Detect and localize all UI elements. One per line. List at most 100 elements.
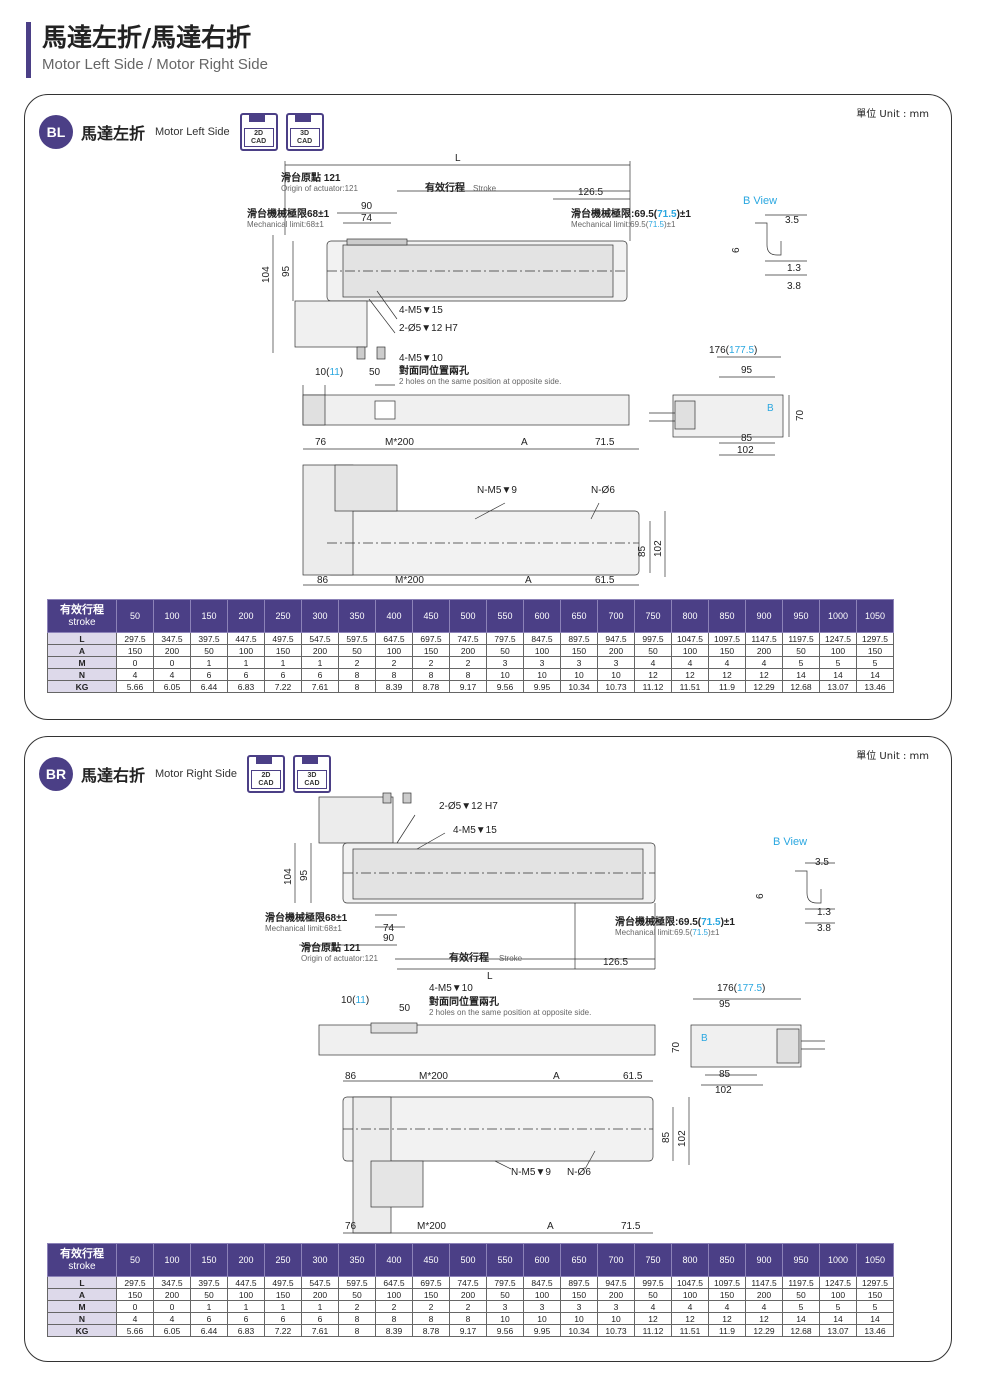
table-cell: 13.46 (856, 1324, 894, 1337)
table-cell: 100 (227, 644, 265, 657)
cad-3d-icon[interactable]: 3D CAD (285, 113, 324, 151)
table-cell: 4 (634, 1300, 672, 1313)
br-holes-en: 2 holes on the same position at opposite… (429, 1008, 591, 1017)
table-cell: 11.9 (708, 1324, 746, 1337)
panel-title-en: Motor Left Side (155, 126, 230, 138)
stroke-column-header: 850 (708, 1243, 746, 1277)
cad-3d-icon[interactable]: 3D CAD (292, 755, 331, 793)
table-cell: 6.05 (153, 1324, 191, 1337)
table-cell: 10 (486, 1312, 524, 1325)
table-cell: 200 (745, 644, 783, 657)
stroke-column-header: 1000 (819, 1243, 857, 1277)
table-cell: 1147.5 (745, 1276, 783, 1289)
br-dim-85: 85 (719, 1069, 731, 1080)
br-bot-715: 71.5 (621, 1221, 641, 1232)
table-cell: 6 (301, 1312, 339, 1325)
table-cell: 1047.5 (671, 1276, 709, 1289)
table-cell: 697.5 (412, 632, 450, 645)
table-cell: 2 (412, 656, 450, 669)
table-cell: 5.66 (116, 680, 154, 693)
table-cell: 1047.5 (671, 632, 709, 645)
table-cell: 200 (301, 1288, 339, 1301)
br-b-13: 1.3 (817, 907, 831, 918)
bl-mech-zh: 滑台機械極限68±1 (247, 207, 330, 220)
table-cell: 1297.5 (856, 1276, 894, 1289)
table-cell: 5 (819, 1300, 857, 1313)
table-cell: 597.5 (338, 632, 376, 645)
table-cell: 150 (560, 644, 598, 657)
table-cell: 150 (708, 644, 746, 657)
table-cell: 6 (190, 1312, 228, 1325)
stroke-column-header: 950 (782, 599, 820, 633)
table-cell: 100 (523, 1288, 561, 1301)
bl-stroke-en: Stroke (473, 184, 497, 193)
stroke-column-header: 100 (153, 599, 191, 633)
table-cell: 3 (486, 1300, 524, 1313)
row-label: N (47, 1312, 117, 1325)
table-cell: 797.5 (486, 632, 524, 645)
bl-top-715: 71.5 (595, 437, 615, 448)
table-cell: 5 (856, 1300, 894, 1313)
table-cell: 50 (486, 644, 524, 657)
table-cell: 6 (227, 1312, 265, 1325)
table-cell: 897.5 (560, 1276, 598, 1289)
table-cell: 100 (523, 644, 561, 657)
table-cell: 5 (856, 656, 894, 669)
table-cell: 4 (671, 656, 709, 669)
table-cell: 297.5 (116, 632, 154, 645)
stroke-column-header: 650 (560, 599, 598, 633)
table-cell: 3 (597, 656, 635, 669)
table-cell: 10 (560, 668, 598, 681)
table-cell: 13.07 (819, 1324, 857, 1337)
table-cell: 10 (560, 1312, 598, 1325)
br-h104: 104 (283, 868, 294, 885)
stroke-column-header: 800 (671, 599, 709, 633)
br-v102: 102 (677, 1130, 688, 1147)
table-cell: 200 (153, 1288, 191, 1301)
bl-holes-en: 2 holes on the same position at opposite… (399, 377, 561, 386)
table-cell: 747.5 (449, 1276, 487, 1289)
cad-2d-icon[interactable]: 2D CAD (246, 755, 285, 793)
table-cell: 947.5 (597, 632, 635, 645)
bl-m5-10: 4-M5▼10 (399, 353, 443, 364)
cad-2d-icon[interactable]: 2D CAD (239, 113, 278, 151)
table-cell: 8 (338, 1324, 376, 1337)
row-label: A (47, 644, 117, 657)
table-cell: 997.5 (634, 632, 672, 645)
bl-drawing: L 滑台原點 121 Origin of actuator:121 有效行程 S… (247, 153, 807, 586)
stroke-header-en: stroke (68, 616, 96, 628)
table-cell: 150 (412, 644, 450, 657)
br-bview-label: B View (773, 836, 807, 848)
table-cell: 5.66 (116, 1324, 154, 1337)
bl-dim-10: 10(11) (315, 367, 343, 378)
table-cell: 1 (190, 656, 228, 669)
table-cell: 12.29 (745, 1324, 783, 1337)
stroke-column-header: 1050 (856, 1243, 894, 1277)
bl-origin-zh: 滑台原點 121 (281, 171, 341, 184)
table-cell: 11.51 (671, 680, 709, 693)
stroke-column-header: 650 (560, 1243, 598, 1277)
table-cell: 1147.5 (745, 632, 783, 645)
table-cell: 9.56 (486, 1324, 524, 1337)
table-cell: 8 (375, 1312, 413, 1325)
table-cell: 847.5 (523, 1276, 561, 1289)
table-cell: 14 (782, 668, 820, 681)
bl-stroke-zh: 有效行程 (425, 181, 465, 194)
table-cell: 897.5 (560, 632, 598, 645)
table-cell: 347.5 (153, 632, 191, 645)
bl-origin-en: Origin of actuator:121 (281, 184, 358, 193)
table-cell: 12 (671, 1312, 709, 1325)
table-cell: 297.5 (116, 1276, 154, 1289)
br-dim-70: 70 (671, 1041, 682, 1053)
br-dim-126: 126.5 (603, 957, 628, 968)
table-cell: 12.68 (782, 1324, 820, 1337)
table-cell: 100 (671, 644, 709, 657)
table-cell: 200 (153, 644, 191, 657)
table-cell: 6 (264, 1312, 302, 1325)
bl-bot-86: 86 (317, 575, 329, 586)
stroke-column-header: 700 (597, 1243, 635, 1277)
